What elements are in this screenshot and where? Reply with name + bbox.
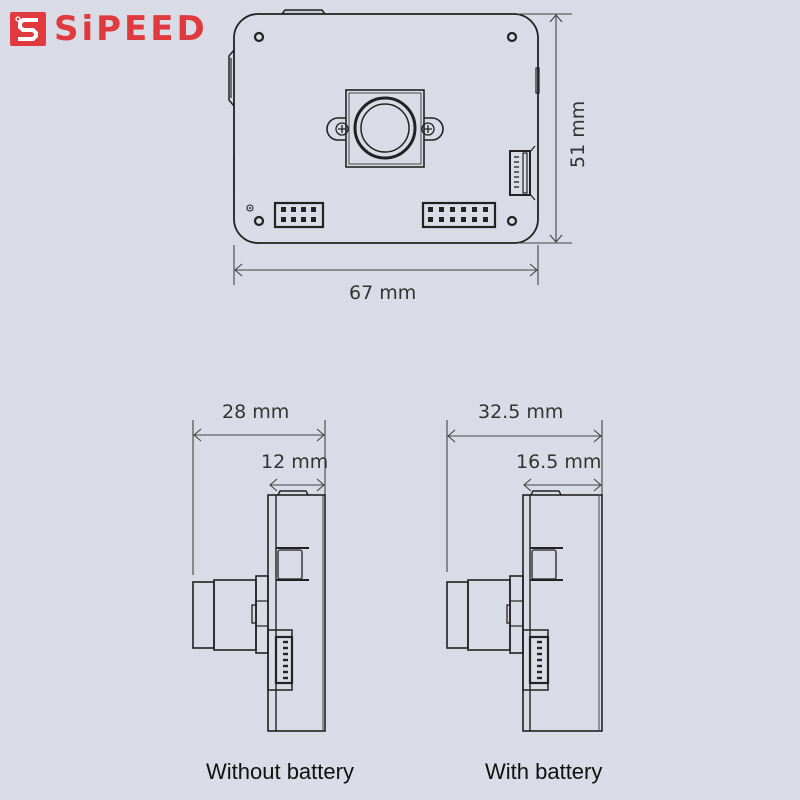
- brand-logo: SiPEED: [10, 12, 208, 46]
- front-dimensions: [233, 13, 572, 285]
- body-depth-label-without-battery: 12 mm: [261, 451, 329, 473]
- total-depth-label-with-battery: 32.5 mm: [478, 401, 564, 423]
- logo-s-icon: [10, 12, 46, 46]
- brand-name: SiPEED: [54, 9, 208, 49]
- side-view-with-battery: [446, 420, 603, 732]
- height-dimension-label: 51 mm: [567, 100, 589, 168]
- caption-with-battery: With battery: [485, 759, 603, 784]
- body-depth-label-with-battery: 16.5 mm: [516, 451, 602, 473]
- side-view-without-battery: [192, 420, 326, 732]
- total-depth-label-without-battery: 28 mm: [222, 401, 290, 423]
- caption-without-battery: Without battery: [206, 759, 354, 784]
- front-view: [228, 9, 540, 244]
- width-dimension-label: 67 mm: [349, 282, 417, 304]
